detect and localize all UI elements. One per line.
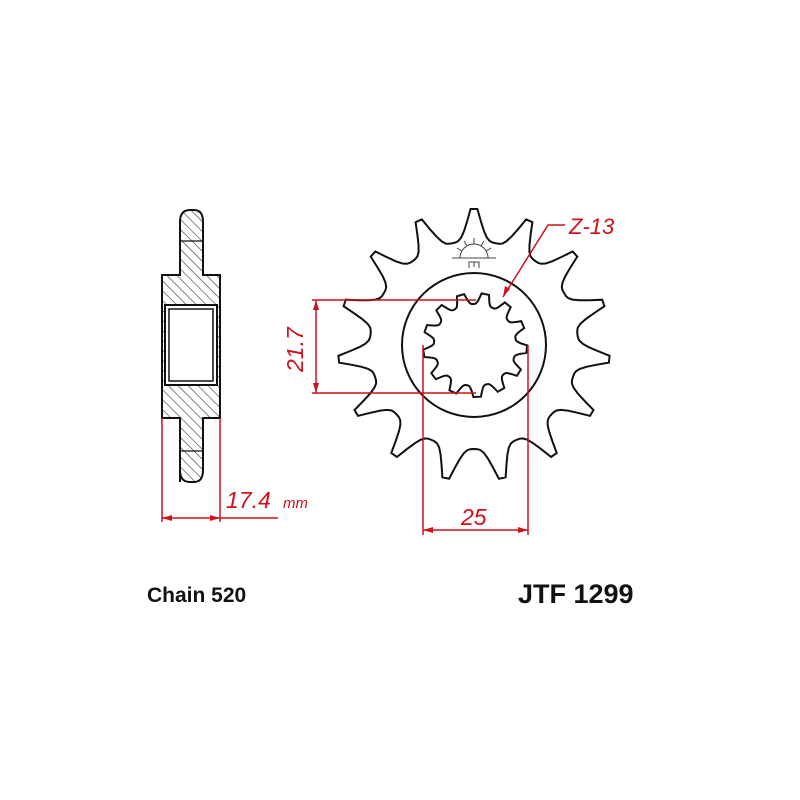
hub-circle bbox=[401, 272, 547, 418]
spline-bore bbox=[422, 292, 529, 399]
spline-inner-diameter: 21.7 bbox=[282, 326, 308, 373]
dimension-lines bbox=[161, 224, 565, 535]
side-view bbox=[161, 209, 221, 483]
part-number: JTF 1299 bbox=[518, 579, 634, 609]
logo-icon bbox=[452, 238, 496, 268]
width-dimension: 17.4 bbox=[226, 487, 271, 513]
sprocket-outline bbox=[337, 208, 611, 480]
chain-label: Chain 520 bbox=[147, 584, 246, 607]
side-bore bbox=[164, 304, 218, 386]
spline-count: Z-13 bbox=[568, 214, 615, 239]
spline-outer-diameter: 25 bbox=[460, 504, 487, 530]
front-view bbox=[337, 208, 611, 480]
width-unit: mm bbox=[283, 495, 308, 512]
